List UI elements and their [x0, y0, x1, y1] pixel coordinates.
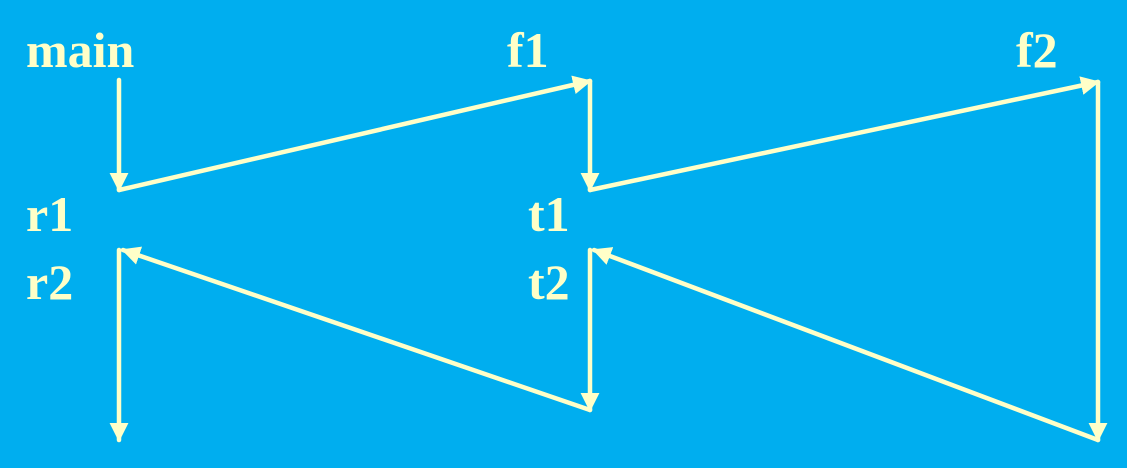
label-r1: r1 [26, 186, 74, 242]
arrow-t1-to-f2 [587, 76, 1101, 193]
label-f2: f2 [1016, 22, 1058, 78]
label-f1: f1 [507, 22, 549, 78]
label-main: main [26, 22, 135, 78]
label-r2: r2 [26, 254, 74, 310]
arrow-r1-to-f1 [116, 75, 593, 193]
arrow-f1-return-to-r2 [120, 246, 593, 413]
arrow-f2-return-to-t2 [591, 247, 1101, 443]
label-t2: t2 [528, 254, 570, 310]
label-t1: t1 [528, 186, 570, 242]
